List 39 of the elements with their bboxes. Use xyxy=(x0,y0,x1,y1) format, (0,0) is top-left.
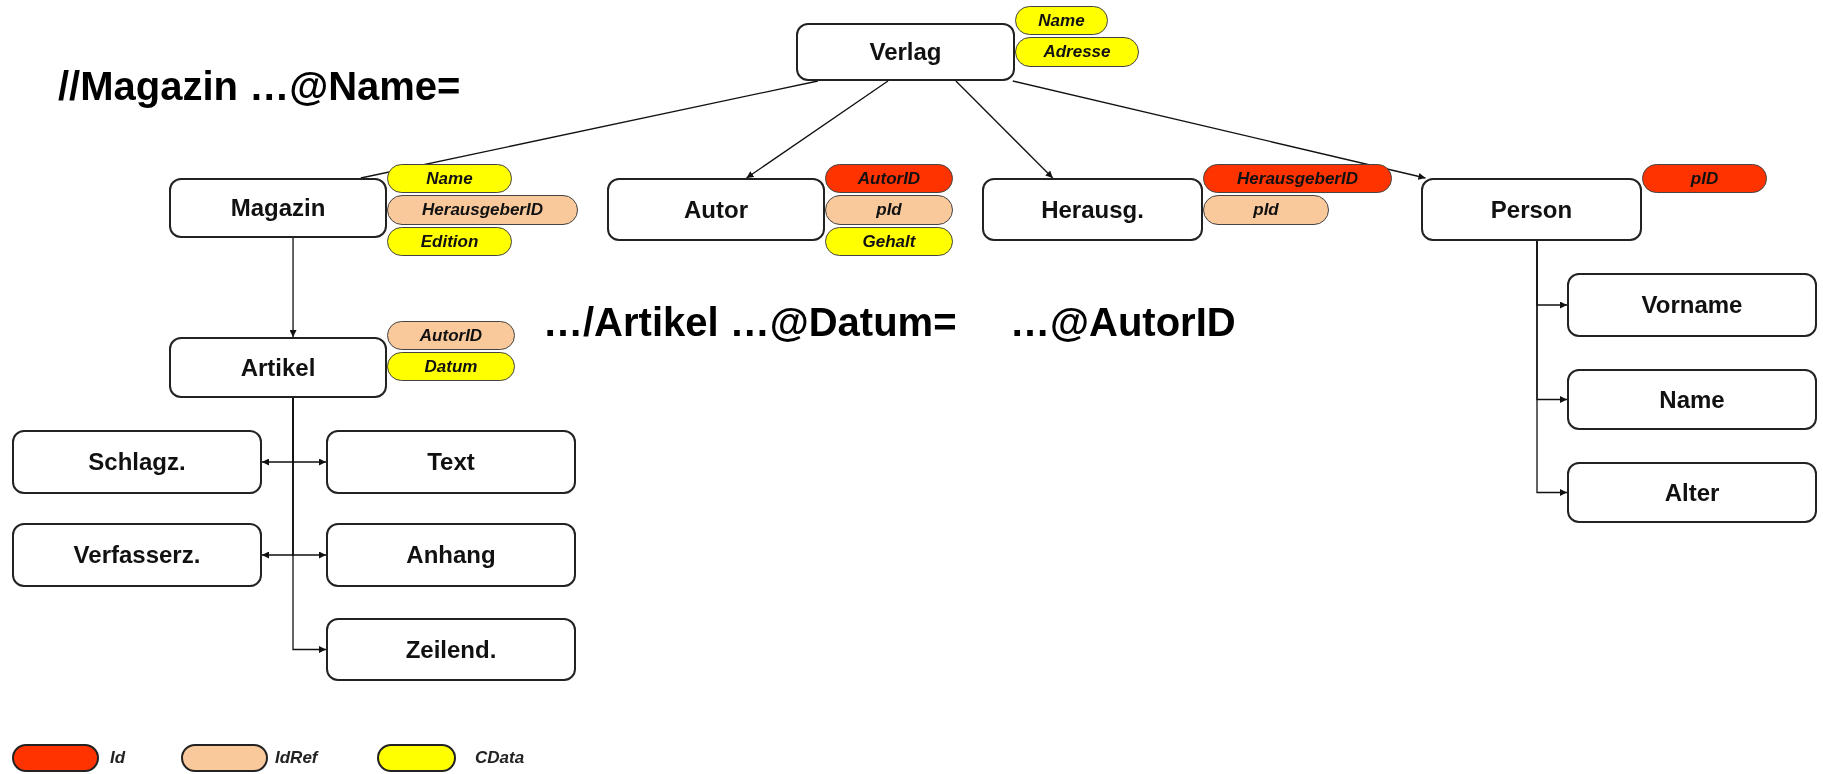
arrow xyxy=(292,397,327,653)
attribute-pill: Adresse xyxy=(1015,37,1139,67)
element-box: Magazin xyxy=(169,178,387,238)
arrow xyxy=(745,80,889,179)
element-box: Name xyxy=(1567,369,1817,430)
element-box: Vorname xyxy=(1567,273,1817,337)
element-box: Verfasserz. xyxy=(12,523,262,587)
xpath-expression: //Magazin …@Name= xyxy=(58,64,461,109)
attribute-pill: Name xyxy=(387,164,512,193)
element-box: Alter xyxy=(1567,462,1817,523)
element-box: Text xyxy=(326,430,576,494)
arrow xyxy=(955,80,1054,179)
element-box: Person xyxy=(1421,178,1642,241)
attribute-pill: Datum xyxy=(387,352,515,381)
attribute-pill: AutorID xyxy=(825,164,953,193)
element-box: Herausg. xyxy=(982,178,1203,241)
attribute-pill: HerausgeberID xyxy=(387,195,578,225)
attribute-pill: AutorID xyxy=(387,321,515,350)
attribute-pill: HerausgeberID xyxy=(1203,164,1392,193)
attribute-pill: Name xyxy=(1015,6,1108,35)
arrow xyxy=(1012,80,1427,180)
element-box: Zeilend. xyxy=(326,618,576,681)
element-box: Schlagz. xyxy=(12,430,262,494)
arrow xyxy=(289,237,297,338)
element-box: Verlag xyxy=(796,23,1015,81)
attribute-pill: pId xyxy=(825,195,953,225)
element-box: Artikel xyxy=(169,337,387,398)
element-box: Autor xyxy=(607,178,825,241)
attribute-pill: pID xyxy=(1642,164,1767,193)
attribute-pill: pId xyxy=(1203,195,1329,225)
xpath-expression: …@AutorID xyxy=(1010,300,1236,345)
legend-label: IdRef xyxy=(275,748,318,768)
xpath-expression: …/Artikel …@Datum= xyxy=(543,300,957,345)
arrow xyxy=(1536,240,1568,496)
attribute-pill: Edition xyxy=(387,227,512,256)
attribute-pill: Gehalt xyxy=(825,227,953,256)
legend-label: Id xyxy=(110,748,126,768)
element-box: Anhang xyxy=(326,523,576,587)
legend-label: CData xyxy=(475,748,525,768)
